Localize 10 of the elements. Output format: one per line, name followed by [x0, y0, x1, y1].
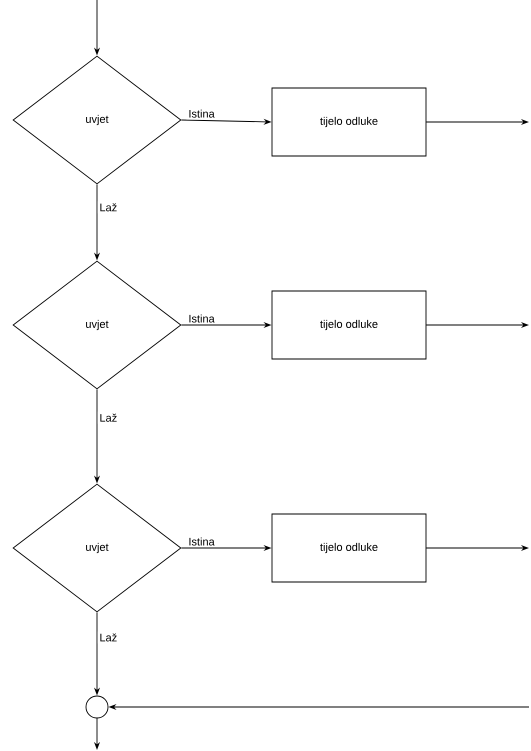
connector-circle — [86, 696, 108, 718]
process-box: tijelo odluke — [272, 514, 426, 582]
edge-label: Istina — [186, 535, 217, 548]
edge-label: Laž — [97, 412, 120, 424]
process-box: tijelo odluke — [272, 88, 426, 156]
edge-label: Laž — [97, 201, 120, 214]
process-box: tijelo odluke — [272, 290, 426, 360]
edge-label: Laž — [97, 631, 120, 644]
edge-label: Istina — [186, 312, 217, 325]
edge-label: Istina — [186, 108, 217, 120]
